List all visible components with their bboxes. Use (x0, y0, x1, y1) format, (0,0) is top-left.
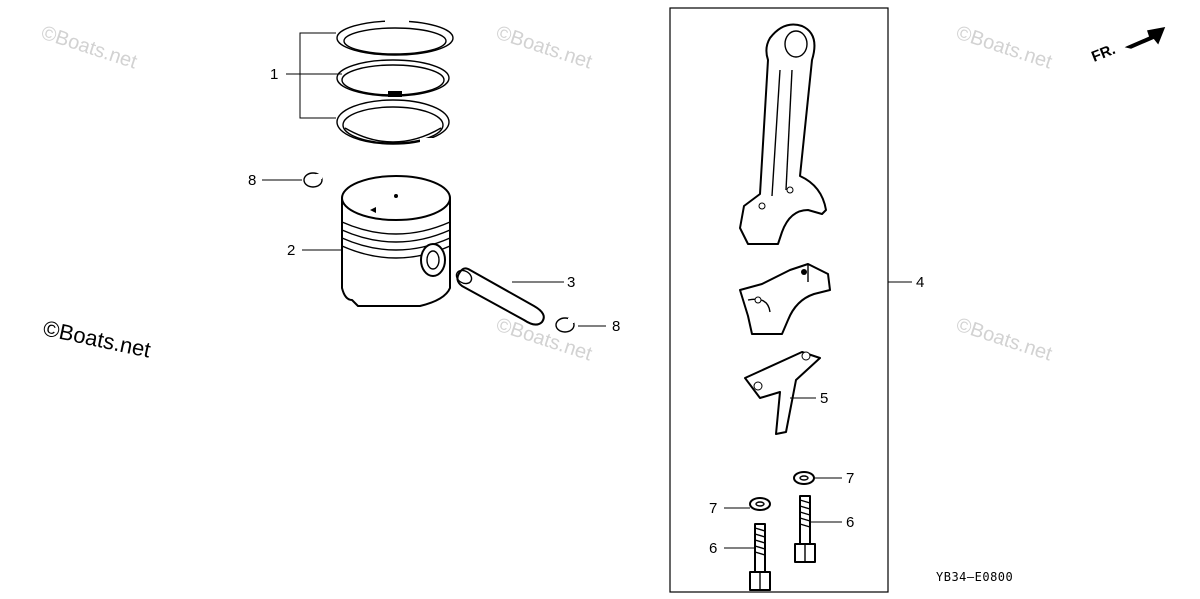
piston-pin-clip-lower (555, 317, 575, 333)
con-rod-assembly-frame (669, 7, 889, 593)
piston-pin (455, 267, 545, 326)
callout-8-upper: 8 (248, 172, 256, 189)
watermark-mid-right: ©Boats.net (953, 314, 1055, 366)
callout-1: 1 (270, 66, 278, 83)
watermark-main: ©Boats.net (41, 315, 153, 362)
callout-2: 2 (287, 242, 295, 259)
connecting-rod (739, 23, 827, 245)
watermarks: ©Boats.net ©Boats.net ©Boats.net ©Boats.… (38, 22, 1055, 366)
rod-bolt-left (749, 523, 771, 591)
watermark-top-left: ©Boats.net (38, 22, 140, 74)
lock-washer-left (749, 497, 771, 511)
callouts: 1 2 3 4 5 6 6 7 7 8 8 (248, 66, 924, 557)
watermark-top-right: ©Boats.net (953, 22, 1055, 74)
front-direction-marker: FR. (1089, 27, 1166, 66)
oil-dipper (744, 351, 821, 435)
rod-bolt-right (794, 495, 816, 563)
piston-pin-clip-upper (303, 172, 323, 188)
callout-4: 4 (916, 274, 924, 291)
connecting-rod-cap (739, 263, 831, 335)
callout-7-left: 7 (709, 500, 717, 517)
front-arrow-icon (1124, 27, 1166, 49)
callout-5: 5 (820, 390, 828, 407)
callout-6-right: 6 (846, 514, 854, 531)
watermark-mid-center: ©Boats.net (493, 314, 595, 366)
diagram-code: YB34–E0800 (936, 570, 1013, 584)
callout-6-left: 6 (709, 540, 717, 557)
piston (341, 175, 451, 307)
callout-8-lower: 8 (612, 318, 620, 335)
callout-7-right: 7 (846, 470, 854, 487)
callout-3: 3 (567, 274, 575, 291)
front-marker-label: FR. (1089, 41, 1118, 66)
piston-rings (336, 18, 454, 146)
leader-lines (262, 179, 912, 549)
watermark-top-center: ©Boats.net (493, 22, 595, 74)
bracket-1 (286, 32, 342, 119)
lock-washer-right (793, 471, 815, 485)
